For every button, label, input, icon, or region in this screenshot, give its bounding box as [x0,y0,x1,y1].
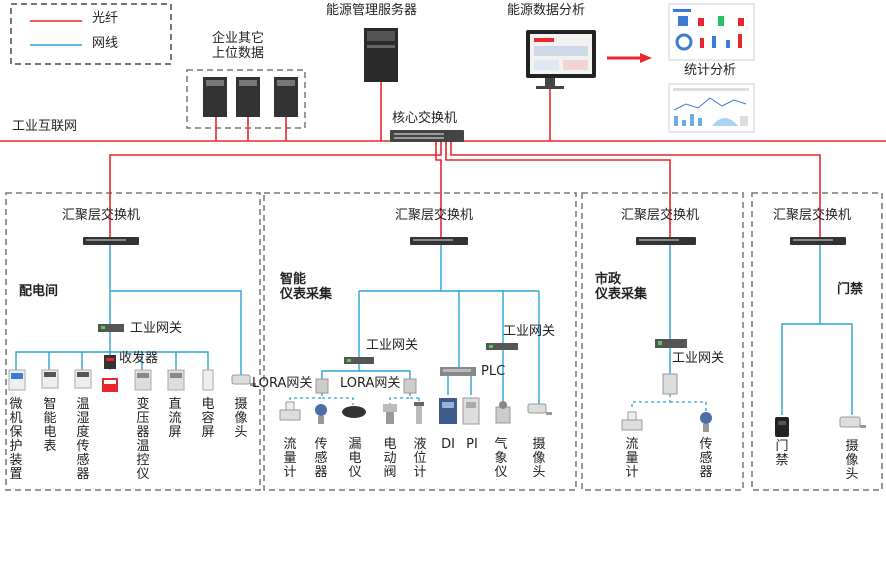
stats-dashboard-2 [668,83,755,133]
zone-smart-meter-title: 智能 仪表采集 [280,272,333,302]
device-label: 流量计 [625,437,639,480]
aggregation-label-3: 汇聚层交换机 [621,208,700,223]
zone-municipal-box [581,192,744,491]
energy-server-label: 能源管理服务器 [326,3,418,18]
dev-sensor-icon [315,404,327,424]
zone-power-room-box [5,192,261,491]
enterprise-servers [203,77,298,117]
device-label: 液位计 [413,437,427,480]
aggregation-switch-3 [636,237,696,245]
dev-protection-icon [8,369,26,391]
municipal-gateway-icon [662,373,678,395]
dev-camera-icon-1 [231,374,256,386]
aggregation-label-1: 汇聚层交换机 [62,208,141,223]
aggregation-switch-2 [410,237,468,245]
device-label: DI [441,437,455,452]
energy-analysis-label: 能源数据分析 [507,3,586,18]
lora-label-2: LORA网关 [340,376,401,391]
lora-label-1: LORA网关 [252,376,313,391]
dev-flowmeter-icon [279,401,301,421]
analysis-arrow-head [640,53,652,63]
device-label: 微机保护装置 [9,397,23,482]
legend-box [10,3,172,65]
gateway-label-smart-meter-1: 工业网关 [366,338,419,353]
dev-transformer-controller-icon [134,369,152,391]
device-label: 漏电仪 [348,437,362,480]
dev-municipal-sensor-icon [700,412,712,432]
dev-valve-icon [383,404,397,424]
lora-gateway-icon-2 [403,378,417,394]
ethernet-links [15,245,853,415]
dev-level-icon [414,402,424,424]
plc-label: PLC [481,364,506,379]
dev-capacitor-panel-icon [202,369,214,391]
zone-smart-meter-box [263,192,577,491]
dev-camera-icon-2 [527,403,552,415]
device-label: 变压器温控仪 [136,397,150,482]
device-label: 摄像头 [532,437,546,480]
gateway-power-room [98,324,124,332]
enterprise-box [186,69,306,129]
transceiver-label: 收发器 [119,351,159,366]
zone-power-room-title: 配电间 [19,284,59,299]
dev-dc-panel-icon [167,369,185,391]
gateway-municipal [655,339,687,348]
core-switch-icon [390,130,464,142]
device-label: 流量计 [283,437,297,480]
gateway-smart-meter-1 [344,357,374,364]
device-label: 摄像头 [845,439,859,482]
core-switch-label: 核心交换机 [392,111,458,126]
gateway-label-power-room: 工业网关 [130,321,183,336]
lora-gateway-icon-1 [315,378,329,394]
legend-ethernet-label: 网线 [92,36,119,51]
device-label: 直流屏 [168,397,182,440]
gateway-label-municipal: 工业网关 [672,351,725,366]
device-label: 摄像头 [234,397,248,440]
dev-weather-icon [495,401,511,424]
dev-transformer-temp-icon [102,378,118,392]
dev-pi-icon [462,397,480,425]
device-label: PI [466,437,478,452]
stats-label: 统计分析 [684,63,737,78]
dev-camera-icon-3 [839,416,866,428]
transceiver-icon [104,355,116,369]
device-label: 电容屏 [201,397,215,440]
energy-server-icon [364,28,398,82]
dev-smart-meter-icon [41,369,59,389]
device-label: 传感器 [699,437,713,480]
dev-di-icon [439,398,457,424]
legend-fiber-label: 光纤 [92,11,119,26]
device-label: 气象仪 [494,437,508,480]
dev-temp-humidity-icon [74,369,92,389]
device-label: 电动阀 [383,437,397,480]
aggregation-label-4: 汇聚层交换机 [773,208,852,223]
device-label: 温湿度传感器 [76,397,90,482]
plc-icon [440,367,476,376]
industrial-internet-label: 工业互联网 [12,119,78,134]
zone-municipal-title: 市政 仪表采集 [595,272,648,302]
gateway-smart-meter-2 [486,343,518,350]
enterprise-label: 企业其它 上位数据 [212,31,265,61]
device-label: 传感器 [314,437,328,480]
device-label: 智能电表 [43,397,57,454]
dev-door-access-icon [775,417,789,437]
device-label: 门禁 [775,439,789,468]
zone-access-title: 门禁 [837,282,864,297]
aggregation-switch-1 [83,237,139,245]
gateway-label-smart-meter-2: 工业网关 [503,324,556,339]
analysis-monitor-icon [526,30,596,89]
aggregation-switch-4 [790,237,846,245]
aggregation-label-2: 汇聚层交换机 [395,208,474,223]
dev-leakage-icon [342,406,366,418]
dev-municipal-flowmeter-icon [621,411,643,431]
zone-access-box [751,192,883,491]
wireless-links [289,393,707,412]
stats-dashboard-1 [668,3,755,61]
